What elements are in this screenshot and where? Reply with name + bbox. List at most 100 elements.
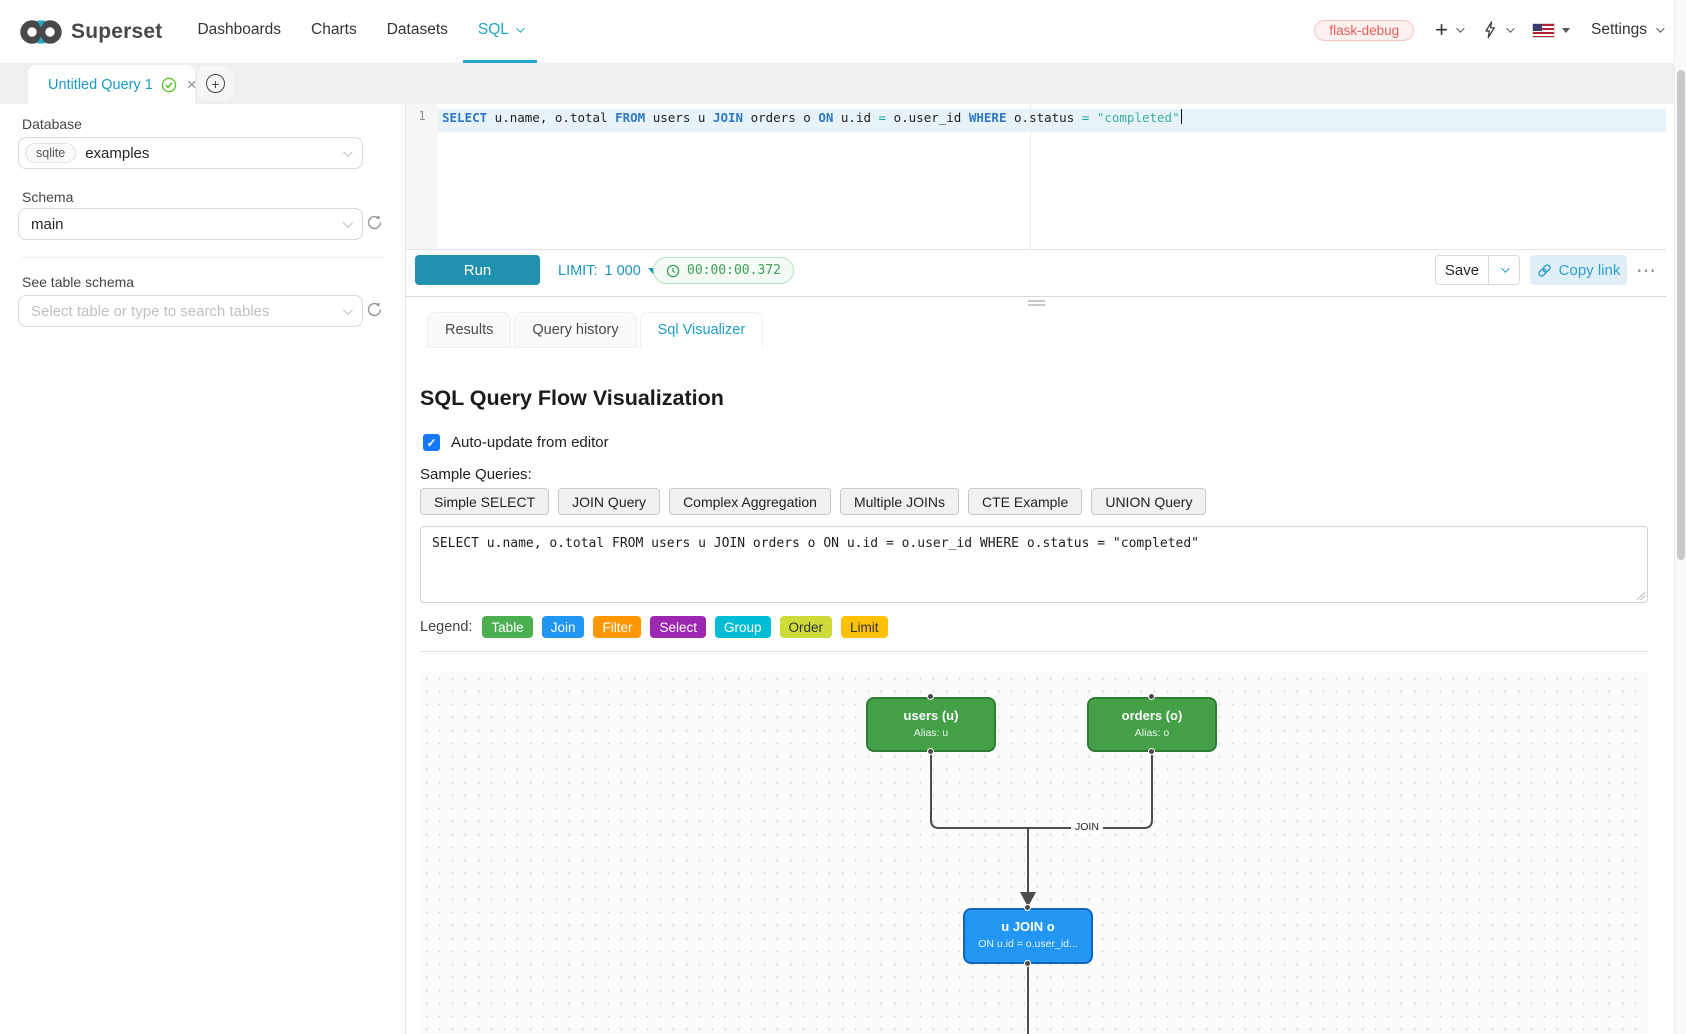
tab-query-history[interactable]: Query history [514,312,637,348]
tab-results[interactable]: Results [427,312,512,348]
legend-badge-table: Table [482,616,533,638]
sample-cte-example-button[interactable]: CTE Example [967,488,1083,515]
flow-canvas[interactable]: users (u) Alias: u orders (o) Alias: o u… [420,672,1648,1034]
legend-badge-join: Join [541,616,585,638]
refresh-tables-button[interactable] [366,301,383,318]
legend-badge-limit: Limit [841,616,888,638]
nav-item-charts[interactable]: Charts [311,21,357,38]
limit-value: 1 000 [604,263,641,279]
sample-simple-select-button[interactable]: Simple SELECT [420,488,550,515]
flow-node-orders[interactable]: orders (o) Alias: o [1087,697,1217,752]
superset-logo[interactable]: Superset [0,0,162,63]
database-value: examples [85,144,150,162]
plus-icon: + [1435,17,1448,42]
copy-link-label: Copy link [1558,261,1621,279]
sql-token: u.id [833,110,879,125]
sql-token: u.name, o.total [487,110,616,125]
query-tab-untitled-query-1[interactable]: Untitled Query 1 × [28,65,197,104]
copy-link-button[interactable]: Copy link [1530,255,1627,285]
sample-complex-aggregation-button[interactable]: Complex Aggregation [669,488,831,515]
new-query-tab-button[interactable]: + [198,66,233,101]
edge-label-join: JOIN [1071,820,1103,834]
close-icon[interactable]: × [186,75,197,94]
node-handle[interactable] [1024,904,1031,911]
sql-token: ON [818,110,834,125]
query-timer: 00:00:00.372 [653,257,794,284]
flow-node-users[interactable]: users (u) Alias: u [866,697,996,752]
pane-divider [406,296,1666,297]
editor-gutter: 1 [406,104,438,249]
flow-node-join[interactable]: u JOIN o ON u.id = o.user_id... [963,908,1093,964]
new-item-menu[interactable]: + [1435,17,1465,42]
node-title: orders (o) [1121,708,1183,723]
settings-menu[interactable]: Settings [1590,21,1665,39]
result-tabs: Results Query history Sql Visualizer [427,312,764,348]
legend-badge-filter: Filter [593,616,642,638]
navbar-right: flask-debug + Settings [1314,0,1665,60]
sql-token: = [1081,110,1090,125]
checkbox-checked-icon[interactable]: ✓ [423,434,440,451]
query-search-menu[interactable] [1483,21,1515,39]
sql-code-editor[interactable]: 1 SELECT u.name, o.total FROM users u JO… [406,104,1666,250]
save-button[interactable]: Save [1435,255,1488,285]
section-divider [420,651,1648,652]
caret-down-icon [1561,27,1570,33]
settings-label: Settings [1590,21,1647,38]
nav-item-dashboards[interactable]: Dashboards [197,21,282,38]
auto-update-toggle[interactable]: ✓ Auto-update from editor [423,434,609,451]
table-select-placeholder: Select table or type to search tables [31,302,270,320]
sql-token: JOIN [712,110,744,125]
node-handle[interactable] [927,693,934,700]
sample-queries-label: Sample Queries: [420,466,532,483]
nav-item-datasets[interactable]: Datasets [386,21,448,38]
legend-badge-group: Group [715,616,771,638]
legend-label: Legend: [420,619,473,635]
brand-title: Superset [71,19,163,43]
sample-union-query-button[interactable]: UNION Query [1091,488,1207,515]
run-button[interactable]: Run [415,255,540,285]
chevron-down-icon [342,304,353,315]
tab-sql-visualizer[interactable]: Sql Visualizer [639,312,764,348]
sample-join-query-button[interactable]: JOIN Query [558,488,661,515]
link-icon [1537,263,1552,278]
query-tab-title: Untitled Query 1 [48,76,153,93]
table-select[interactable]: Select table or type to search tables [18,295,363,327]
node-title: u JOIN o [1001,919,1055,934]
nav-item-sql[interactable]: SQL [462,0,537,63]
refresh-schema-button[interactable] [366,214,383,231]
scrollbar-thumb[interactable] [1677,70,1685,560]
chevron-down-icon [1656,24,1665,33]
query-text-input[interactable]: SELECT u.name, o.total FROM users u JOIN… [420,526,1648,603]
schema-select[interactable]: main [18,208,363,240]
schema-value: main [31,215,64,233]
pane-resize-handle[interactable] [1028,300,1045,306]
node-handle[interactable] [1024,960,1031,967]
chevron-down-icon [516,24,525,33]
database-select[interactable]: sqlite examples [18,137,363,169]
node-handle[interactable] [1148,693,1155,700]
auto-update-label: Auto-update from editor [451,434,609,451]
sql-token: o.user_id [886,110,969,125]
chevron-down-icon [1506,24,1515,33]
save-split-button: Save [1435,255,1520,285]
node-handle[interactable] [1148,748,1155,755]
sidebar-divider [22,257,383,258]
node-subtitle: Alias: u [913,727,949,739]
sample-multiple-joins-button[interactable]: Multiple JOINs [839,488,959,515]
sql-token: SELECT [442,110,488,125]
node-handle[interactable] [927,748,934,755]
limit-dropdown[interactable]: LIMIT: 1 000 [558,263,658,279]
more-menu-icon[interactable]: ⋯ [1636,260,1658,282]
language-picker[interactable] [1531,22,1570,38]
query-tab-strip: Untitled Query 1 × + [0,63,1686,104]
page-scrollbar[interactable] [1674,0,1686,1034]
sql-token: orders o [743,110,819,125]
line-number: 1 [418,109,426,123]
superset-logo-icon [18,18,64,46]
save-dropdown-button[interactable] [1488,255,1520,285]
page-title: SQL Query Flow Visualization [420,386,724,410]
sample-query-buttons: Simple SELECT JOIN Query Complex Aggrega… [420,488,1207,515]
resize-grip-icon[interactable] [1636,591,1645,600]
plus-circle-icon: + [206,74,225,93]
print-margin-line [1030,104,1031,249]
